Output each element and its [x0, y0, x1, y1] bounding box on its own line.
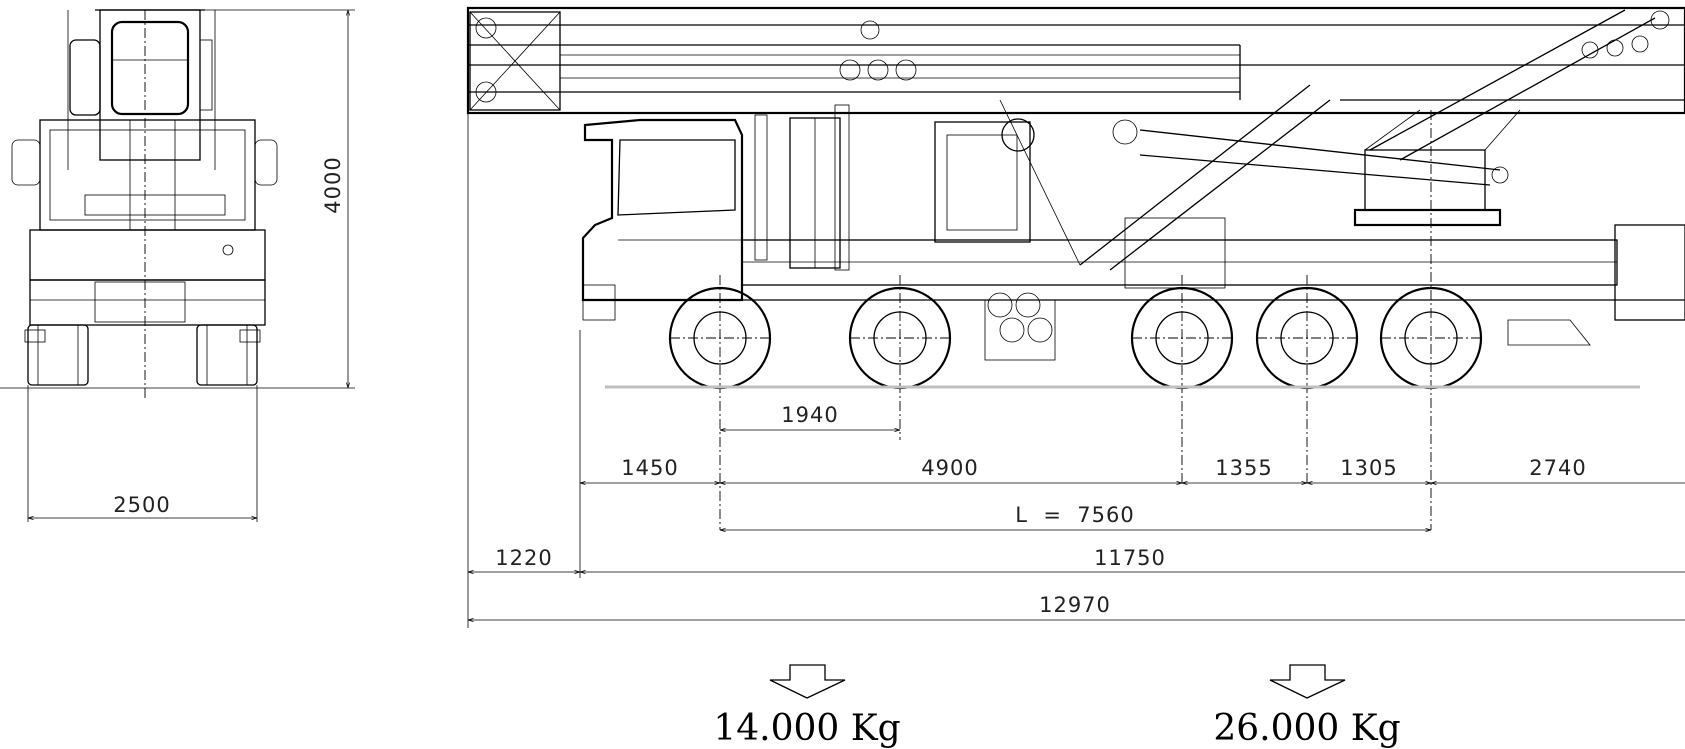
dim-4900: 4900 — [921, 456, 978, 480]
dim-1305: 1305 — [1340, 456, 1397, 480]
dim-1355: 1355 — [1215, 456, 1272, 480]
dim-1940: 1940 — [781, 403, 838, 427]
dim-1220: 1220 — [495, 546, 552, 570]
load-arrow-rear — [1269, 664, 1346, 699]
front-width-label: 2500 — [113, 493, 170, 517]
dim-11750: 11750 — [1094, 546, 1166, 570]
front-height-label: 4000 — [321, 156, 345, 213]
front-axle-load: 14.000 Kg — [713, 708, 900, 749]
dim-1450: 1450 — [621, 456, 678, 480]
overall-length-label: 12970 — [1039, 593, 1111, 617]
dim-2740: 2740 — [1529, 456, 1586, 480]
side-view — [466, 6, 1685, 699]
load-arrow-front — [769, 664, 846, 699]
rear-axle-load: 26.000 Kg — [1213, 708, 1400, 749]
wheelbase-label: L = 7560 — [1015, 503, 1134, 527]
front-view — [0, 9, 355, 522]
